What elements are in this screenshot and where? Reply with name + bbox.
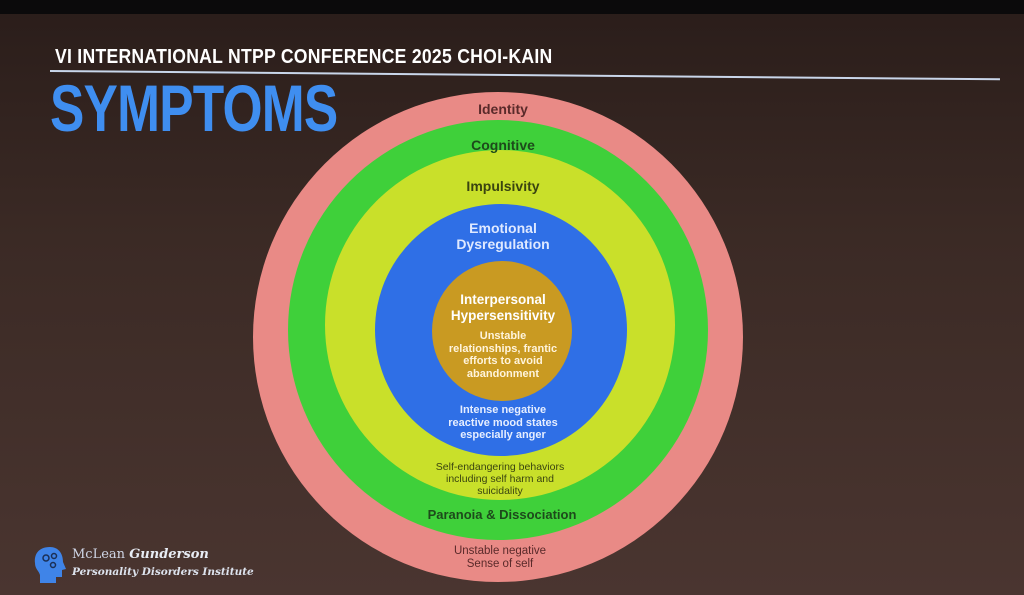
detail-line: relationships, frantic <box>448 342 558 355</box>
detail-interpersonal: Unstable relationships, frantic efforts … <box>449 330 557 381</box>
logo-brand-plain: McLean <box>72 547 126 562</box>
detail-line: Intense negative <box>459 404 547 416</box>
detail-line: Unstable negative <box>453 545 547 557</box>
logo-subtitle: Personality Disorders Institute <box>72 566 254 578</box>
detail-line: especially anger <box>460 429 546 442</box>
label-line: Dysregulation <box>456 236 550 253</box>
detail-cognitive: Paranoia & Dissociation <box>427 507 577 522</box>
screen-top-edge <box>0 0 1024 14</box>
label-emotional-dysregulation: Emotional Dysregulation <box>456 220 549 252</box>
label-impulsivity: Impulsivity <box>466 178 540 194</box>
ring-interpersonal-hypersensitivity <box>432 261 572 401</box>
label-cognitive: Cognitive <box>471 137 535 153</box>
label-line: Hypersensitivity <box>450 307 556 323</box>
detail-line: abandonment <box>466 367 540 380</box>
logo-brand-bold: Gunderson <box>129 547 209 562</box>
detail-emotional: Intense negative reactive mood states es… <box>448 404 557 442</box>
label-interpersonal-hypersensitivity: Interpersonal Hypersensitivity <box>451 292 555 323</box>
logo-brand: McLean Gunderson <box>72 547 209 562</box>
label-identity: Identity <box>478 101 528 117</box>
label-line: Emotional <box>469 220 537 236</box>
detail-identity: Unstable negative Sense of self <box>454 545 546 571</box>
detail-line: reactive mood states <box>448 416 558 429</box>
conference-header: VI INTERNATIONAL NTPP CONFERENCE 2025 CH… <box>55 46 553 68</box>
detail-line: Self-endangering behaviors <box>435 461 565 473</box>
label-line: Interpersonal <box>460 292 546 307</box>
brain-head-icon <box>34 547 66 583</box>
detail-line: efforts to avoid <box>463 355 543 368</box>
detail-line: including self harm and <box>446 473 554 486</box>
detail-line: suicidality <box>477 485 523 498</box>
slide-title: SYMPTOMS <box>50 71 338 145</box>
detail-line: Unstable <box>479 330 527 342</box>
detail-impulsivity: Self-endangering behaviors including sel… <box>436 461 564 497</box>
detail-line: Sense of self <box>466 558 534 571</box>
